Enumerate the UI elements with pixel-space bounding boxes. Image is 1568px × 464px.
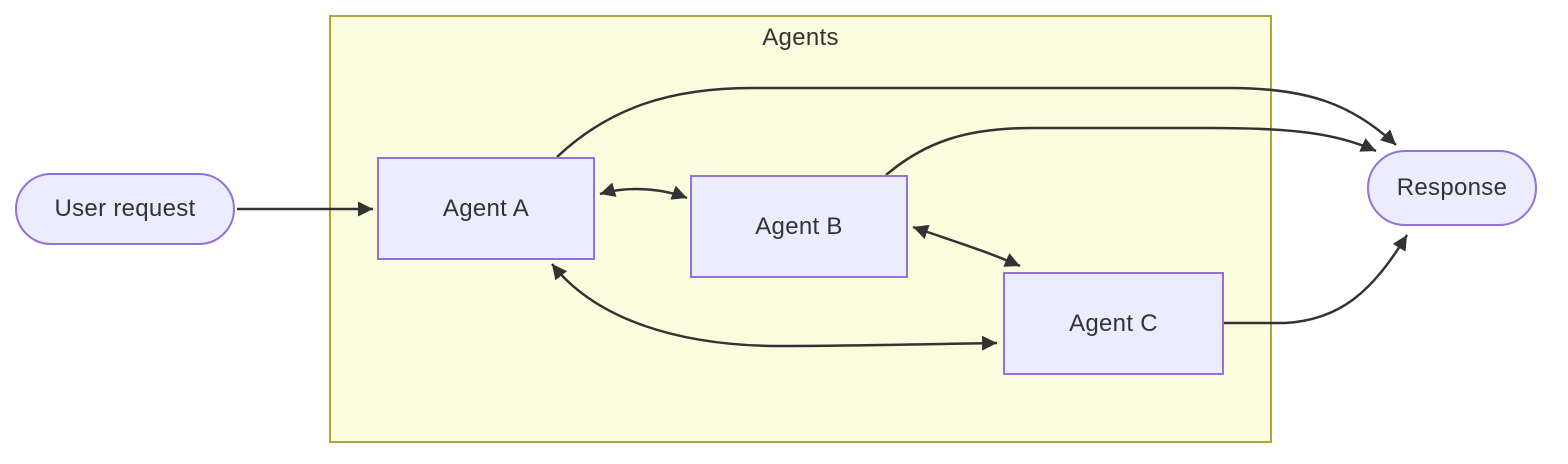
node-response: Response — [1367, 150, 1537, 226]
node-agent-c: Agent C — [1003, 272, 1224, 375]
node-user-request: User request — [15, 173, 235, 245]
edge-agent-c-to-response — [1224, 234, 1409, 325]
edge-agent-a-to-response — [556, 86, 1397, 158]
node-agent-b: Agent B — [690, 175, 908, 278]
edge-agent-a-agent-b — [599, 182, 688, 200]
cluster-title: Agents — [762, 24, 839, 51]
edge-agent-a-agent-c — [551, 263, 998, 351]
node-label: Response — [1396, 174, 1508, 201]
edge-agent-b-to-response — [885, 126, 1377, 176]
node-label: Agent C — [1069, 309, 1158, 337]
node-label: User request — [54, 195, 196, 222]
node-label: Agent A — [442, 194, 530, 222]
node-agent-a: Agent A — [377, 157, 595, 260]
edge-agent-b-agent-c — [912, 224, 1021, 268]
node-label: Agent B — [755, 212, 843, 240]
